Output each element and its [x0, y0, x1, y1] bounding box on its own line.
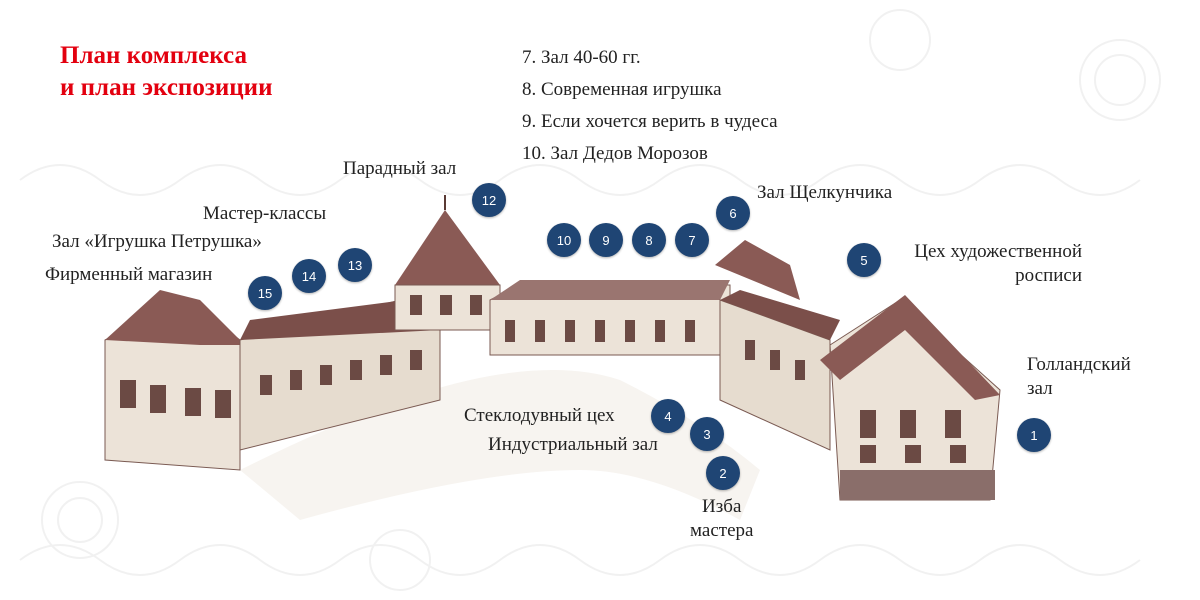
marker-10[interactable]: 10	[547, 223, 581, 257]
label-paradny-hall: Парадный зал	[343, 158, 457, 179]
left-wing	[104, 290, 441, 471]
label-painting-workshop: Цех художественной росписи	[914, 240, 1082, 288]
marker-5[interactable]: 5	[847, 243, 881, 277]
label-master-izba: Изба мастера	[690, 495, 753, 543]
label-dutch-line-1: Голландский	[1027, 354, 1131, 375]
marker-8[interactable]: 8	[632, 223, 666, 257]
title-line-1: План комплекса	[60, 42, 247, 69]
label-petrushka-hall: Зал «Игрушка Петрушка»	[52, 231, 262, 252]
marker-3[interactable]: 3	[690, 417, 724, 451]
marker-15[interactable]: 15	[248, 276, 282, 310]
legend-item: 10. Зал Дедов Морозов	[522, 143, 708, 164]
label-painting-line-1: Цех художественной	[914, 241, 1082, 262]
legend-item: 7. Зал 40-60 гг.	[522, 47, 641, 68]
label-industrial-hall: Индустриальный зал	[488, 434, 658, 455]
label-dutch-hall: Голландский зал	[1027, 353, 1131, 401]
label-izba-line-1: Изба	[702, 496, 742, 517]
marker-4[interactable]: 4	[651, 399, 685, 433]
marker-13[interactable]: 13	[338, 248, 372, 282]
label-nutcracker-hall: Зал Щелкунчика	[757, 182, 893, 203]
label-izba-line-2: мастера	[690, 520, 754, 541]
title-line-2: и план экспозиции	[60, 74, 273, 101]
label-glassblowing-workshop: Стеклодувный цех	[464, 405, 615, 426]
label-master-classes: Мастер-классы	[203, 203, 327, 224]
marker-7[interactable]: 7	[675, 223, 709, 257]
central-tower	[394, 195, 501, 331]
marker-6[interactable]: 6	[716, 196, 750, 230]
back-wing	[489, 280, 731, 356]
marker-2[interactable]: 2	[706, 456, 740, 490]
label-dutch-line-2: зал	[1027, 378, 1053, 399]
legend-list: 7. Зал 40-60 гг. 8. Современная игрушка …	[522, 42, 778, 170]
page-title: План комплекса и план экспозиции	[60, 40, 273, 104]
marker-12[interactable]: 12	[472, 183, 506, 217]
right-wing	[715, 240, 1001, 501]
legend-item: 9. Если хочется верить в чудеса	[522, 111, 778, 132]
marker-9[interactable]: 9	[589, 223, 623, 257]
marker-14[interactable]: 14	[292, 259, 326, 293]
legend-item: 8. Современная игрушка	[522, 79, 722, 100]
marker-1[interactable]: 1	[1017, 418, 1051, 452]
label-painting-line-2: росписи	[1015, 265, 1082, 286]
label-shop: Фирменный магазин	[45, 264, 213, 285]
